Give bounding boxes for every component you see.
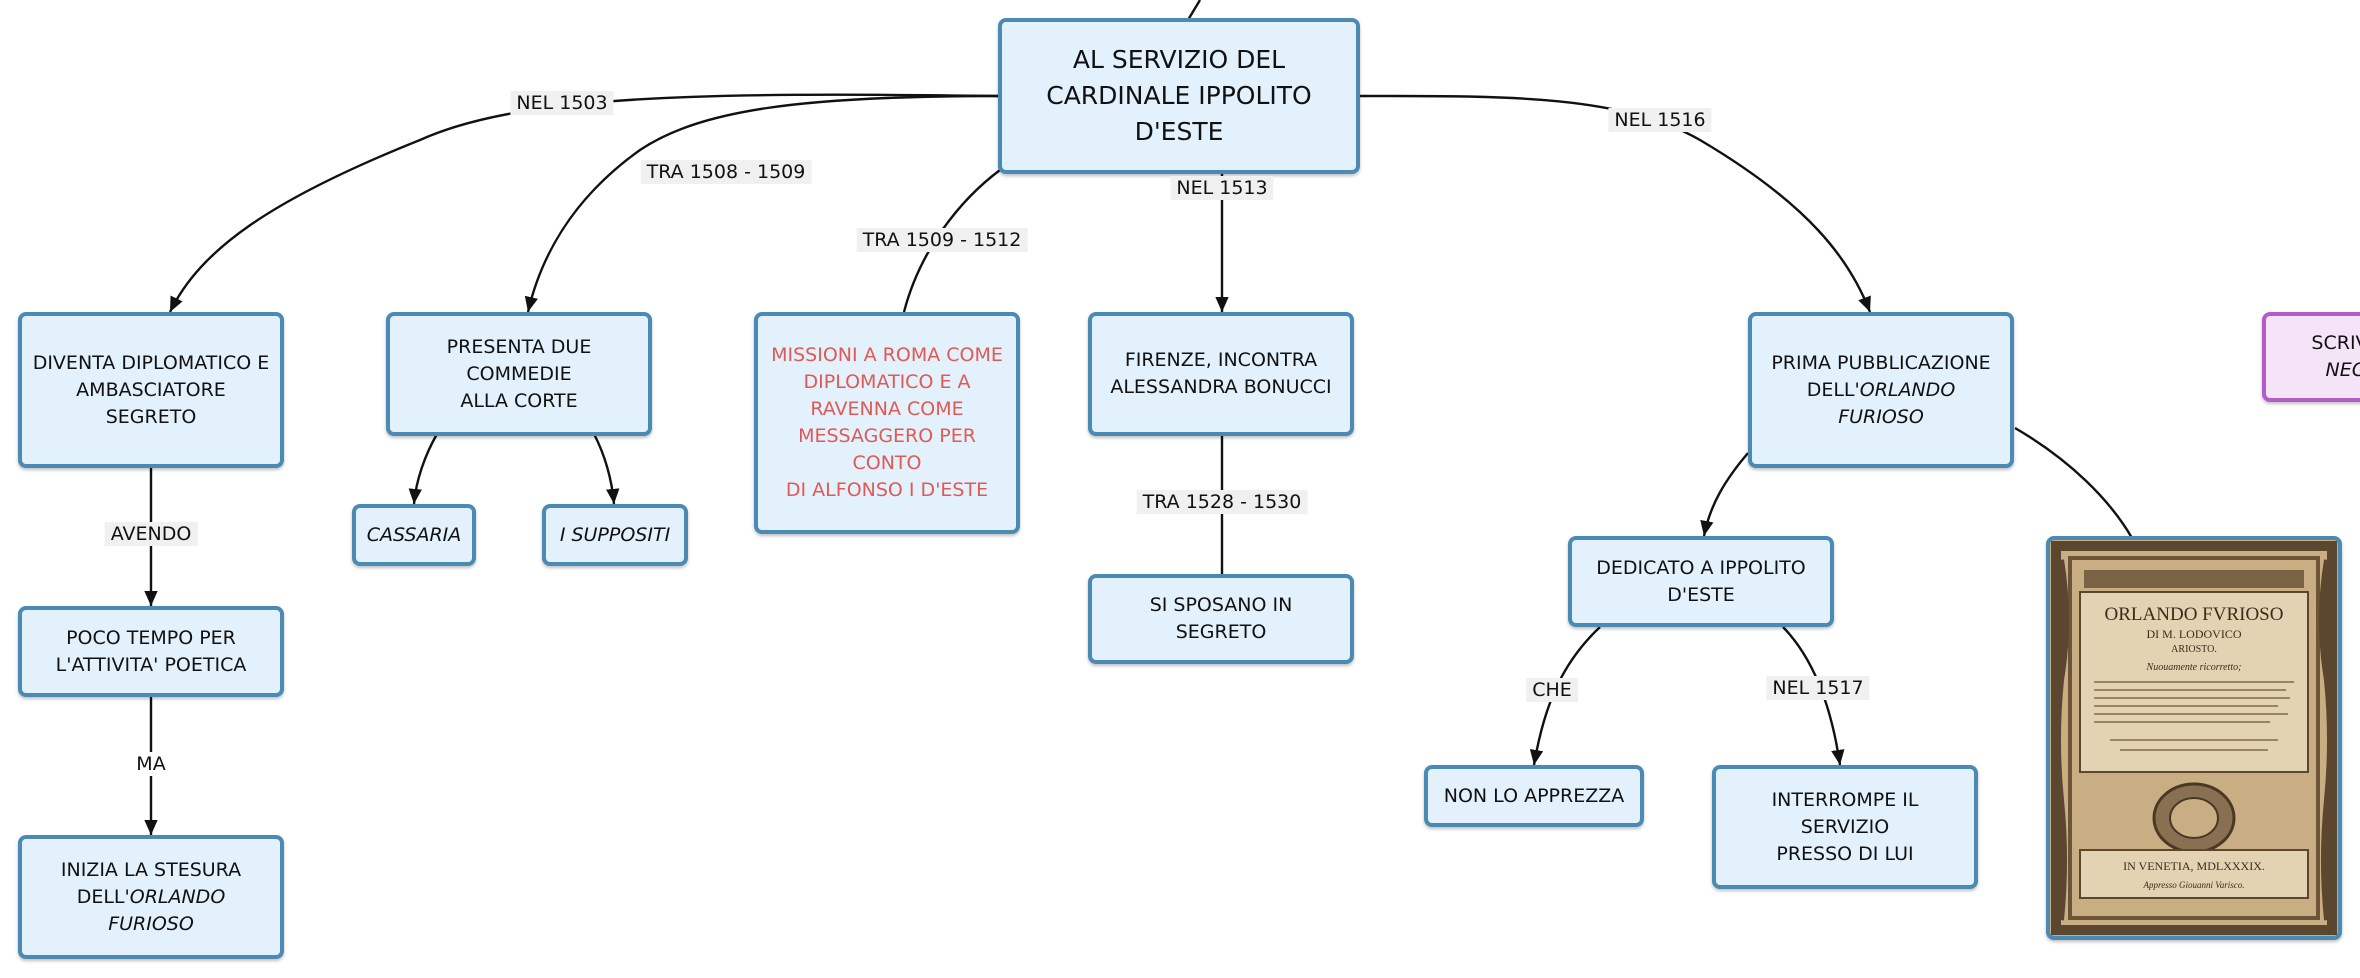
node-sposano[interactable]: SI SPOSANO IN SEGRETO [1088,574,1354,664]
node-text: L'ATTIVITA' POETICA [55,653,247,676]
node-pubblicazione[interactable]: PRIMA PUBBLICAZIONE DELL'ORLANDO FURIOSO [1748,312,2014,468]
node-text: INIZIA LA STESURA [60,858,242,881]
edge-label-avendo: AVENDO [104,522,198,546]
edge-cassaria [408,433,439,505]
edge-label-ma: MA [130,752,172,776]
edge-label-nel1513: NEL 1513 [1170,176,1274,200]
node-text: NON LO APPREZZA [1443,784,1625,807]
node-text: PRESENTA DUE COMMEDIE [446,335,592,385]
node-text: ALESSANDRA BONUCCI [1110,376,1332,398]
node-text: DIPLOMATICO E A [803,371,971,393]
node-text: PRIMA PUBBLICAZIONE [1771,351,1991,374]
node-firenze[interactable]: FIRENZE, INCONTRA ALESSANDRA BONUCCI [1088,312,1354,436]
edge-suppositi [592,433,620,505]
edge-incoming [1186,0,1202,21]
cover-imprint: IN VENETIA, MDLXXXIX. [2123,859,2265,873]
book-cover-image: ORLANDO FVRIOSO DI M. LODOVICO ARIOSTO. … [2050,540,2338,936]
edge-dedicato [1700,452,1749,537]
node-interrompe[interactable]: INTERROMPE IL SERVIZIO PRESSO DI LUI [1712,765,1978,889]
node-text: AMBASCIATORE SEGRETO [76,378,226,428]
node-missioni[interactable]: MISSIONI A ROMA COME DIPLOMATICO E A RAV… [754,312,1020,534]
cover-subtitle: Nuouamente ricorretto; [2146,662,2242,673]
node-text: CASSARIA [366,523,462,546]
edge-label-nel1517: NEL 1517 [1766,676,1870,700]
node-text: MESSAGGERO PER CONTO [798,425,976,474]
node-stesura[interactable]: INIZIA LA STESURA DELL'ORLANDO FURIOSO [18,835,284,959]
node-text: I SUPPOSITI [559,523,671,546]
node-text: RAVENNA COME [810,398,964,420]
edge-nel1516 [1359,94,1872,313]
root-line-2: CARDINALE IPPOLITO [1046,81,1312,110]
root-line-1: AL SERVIZIO DEL [1072,45,1286,74]
node-non-apprezza[interactable]: NON LO APPREZZA [1424,765,1644,827]
node-poco-tempo[interactable]: POCO TEMPO PER L'ATTIVITA' POETICA [18,606,284,697]
edge-label-nel1516: NEL 1516 [1608,108,1712,132]
edge-label-nel1503: NEL 1503 [510,91,614,115]
node-text-italic: ORLANDO FURIOSO [108,885,226,935]
node-scrive[interactable]: SCRIVE NEG [2262,312,2360,402]
node-text: PRESSO DI LUI [1776,842,1914,865]
node-text: ALLA CORTE [460,389,578,412]
root-line-3: D'ESTE [1134,117,1224,146]
edge-label-che: CHE [1526,678,1578,702]
edge-tra1508 [524,94,999,313]
edge-photo [2014,426,2134,539]
node-text: SI SPOSANO IN SEGRETO [1149,594,1293,643]
node-text-italic: ORLANDO FURIOSO [1838,378,1956,428]
node-text: SCRIVE [2311,332,2360,354]
root-node[interactable]: AL SERVIZIO DEL CARDINALE IPPOLITO D'EST… [998,18,1360,174]
cover-author-line: DI M. LODOVICO [2147,627,2242,641]
node-cassaria[interactable]: CASSARIA [352,504,476,566]
node-suppositi[interactable]: I SUPPOSITI [542,504,688,566]
node-text: DELL' [1806,378,1860,401]
node-text: MISSIONI A ROMA COME [771,344,1003,366]
node-text: DI ALFONSO I D'ESTE [785,479,989,501]
node-diplomatico[interactable]: DIVENTA DIPLOMATICO E AMBASCIATORE SEGRE… [18,312,284,468]
node-text: D'ESTE [1667,583,1735,606]
node-book-cover[interactable]: ORLANDO FVRIOSO DI M. LODOVICO ARIOSTO. … [2046,536,2342,940]
cover-author-name: ARIOSTO. [2171,644,2217,655]
node-text: INTERROMPE IL SERVIZIO [1771,788,1919,838]
edge-label-tra1528: TRA 1528 - 1530 [1136,490,1308,514]
node-text-italic: NEG [2325,359,2360,381]
edge-label-tra1509: TRA 1509 - 1512 [856,228,1028,252]
cover-title: ORLANDO FVRIOSO [2105,604,2284,625]
edge-label-tra1508: TRA 1508 - 1509 [640,160,812,184]
node-text: DELL' [76,885,130,908]
node-text: FIRENZE, INCONTRA [1124,349,1318,371]
node-commedie[interactable]: PRESENTA DUE COMMEDIE ALLA CORTE [386,312,652,436]
node-text: POCO TEMPO PER [66,626,236,649]
node-text: DEDICATO A IPPOLITO [1596,556,1806,579]
node-text: DIVENTA DIPLOMATICO E [32,351,270,374]
cover-printer: Appresso Giouanni Varisco. [2143,880,2245,890]
edge-nel1503 [168,93,999,313]
node-dedicato[interactable]: DEDICATO A IPPOLITO D'ESTE [1568,536,1834,627]
